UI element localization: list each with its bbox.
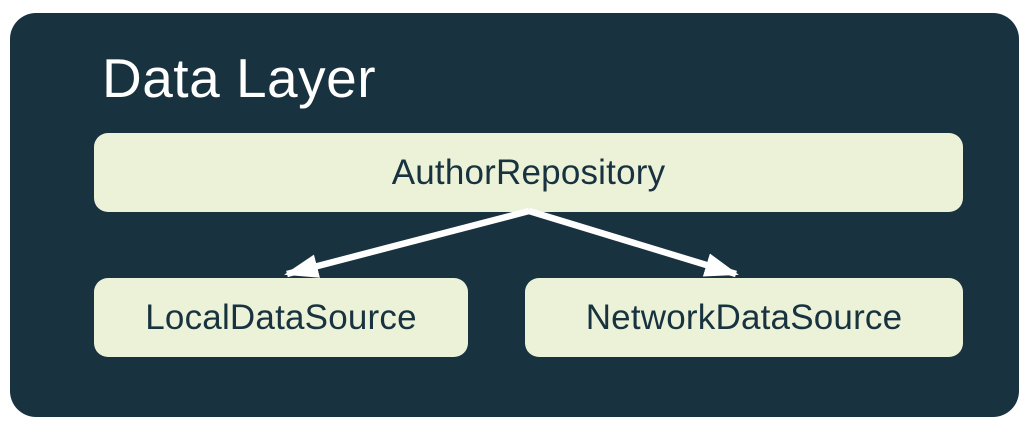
panel-title: Data Layer [102,47,377,109]
node-network-data-source: NetworkDataSource [525,278,963,357]
node-author-repository-label: AuthorRepository [391,152,666,192]
node-network-data-source-label: NetworkDataSource [585,297,903,337]
node-local-data-source: LocalDataSource [94,278,468,357]
node-author-repository: AuthorRepository [94,133,963,212]
node-local-data-source-label: LocalDataSource [145,297,417,337]
